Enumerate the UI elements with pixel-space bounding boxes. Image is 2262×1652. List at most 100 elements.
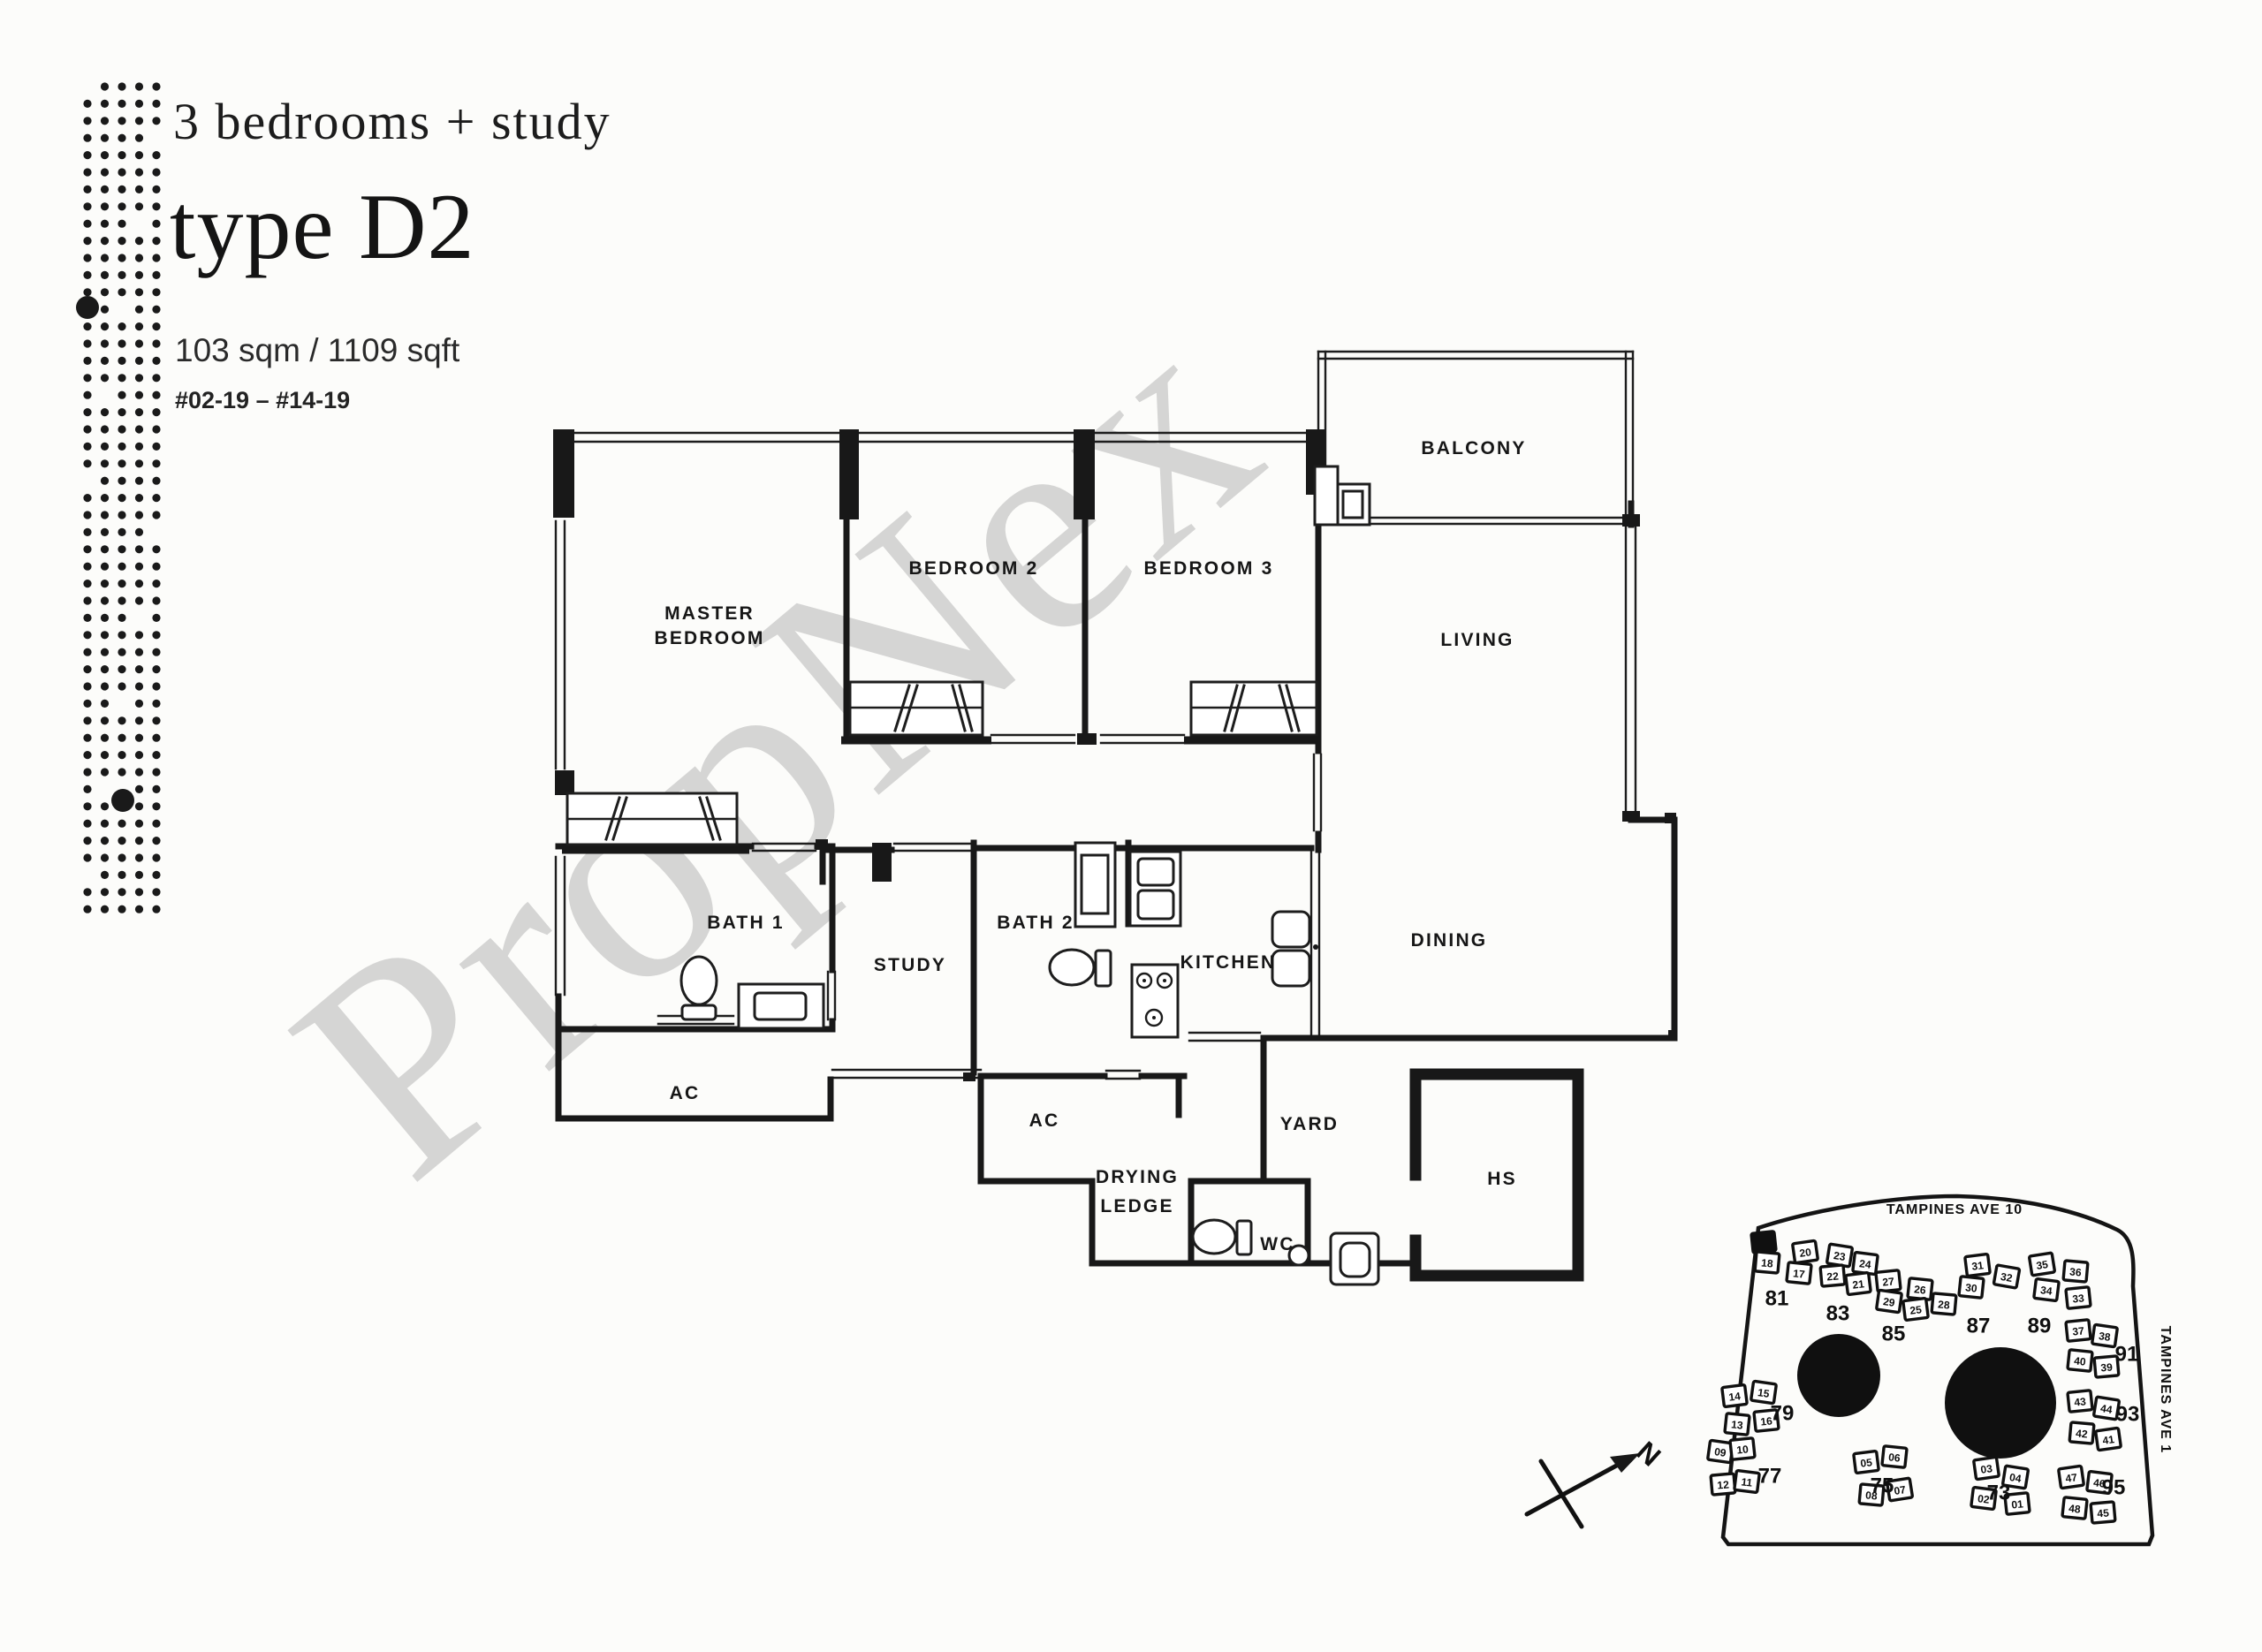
- site-unit-30: 30: [1957, 1275, 1985, 1300]
- site-unit-32: 32: [1992, 1263, 2022, 1290]
- site-unit-16: 16: [1752, 1408, 1780, 1433]
- site-unit-31: 31: [1963, 1253, 1992, 1277]
- site-block-85: 85: [1882, 1322, 1906, 1346]
- svg-text:32: 32: [2000, 1270, 2014, 1284]
- svg-text:23: 23: [1833, 1249, 1847, 1263]
- site-block-91: 91: [2115, 1343, 2139, 1367]
- site-block-95: 95: [2102, 1476, 2126, 1500]
- site-unit-27: 27: [1874, 1269, 1902, 1293]
- svg-text:05: 05: [1860, 1456, 1873, 1470]
- site-unit-15: 15: [1750, 1379, 1778, 1406]
- site-unit-19-highlighted: [1750, 1230, 1778, 1254]
- svg-text:35: 35: [2035, 1258, 2049, 1272]
- svg-text:12: 12: [1717, 1478, 1730, 1491]
- site-unit-37: 37: [2064, 1318, 2092, 1343]
- site-block-81: 81: [1765, 1287, 1789, 1311]
- svg-text:47: 47: [2065, 1471, 2078, 1485]
- road-label-top: TAMPINES AVE 10: [1886, 1202, 2023, 1217]
- site-unit-39: 39: [2092, 1354, 2121, 1379]
- svg-text:10: 10: [1736, 1443, 1750, 1456]
- svg-text:44: 44: [2099, 1402, 2114, 1416]
- svg-text:34: 34: [2039, 1284, 2053, 1298]
- site-block-79: 79: [1771, 1402, 1795, 1426]
- room-label-ac-ledge-1: AC: [670, 1083, 701, 1103]
- compass-north-indicator: N: [1524, 1435, 1667, 1529]
- page-subtitle: 3 bedrooms + study: [173, 93, 611, 150]
- site-block-83: 83: [1826, 1302, 1850, 1326]
- floorplan-walls: [554, 350, 1678, 1282]
- site-unit-29: 29: [1875, 1288, 1903, 1315]
- site-unit-05: 05: [1852, 1450, 1880, 1474]
- site-unit-46: 46: [2085, 1470, 2114, 1495]
- svg-text:37: 37: [2072, 1324, 2085, 1338]
- room-label-dining: DINING: [1411, 930, 1488, 951]
- svg-text:28: 28: [1938, 1298, 1951, 1311]
- svg-text:43: 43: [2074, 1395, 2087, 1408]
- room-label-balcony: BALCONY: [1421, 438, 1526, 458]
- site-unit-25: 25: [1901, 1297, 1930, 1322]
- compass-n-label: N: [1630, 1435, 1666, 1472]
- site-unit-38: 38: [2091, 1322, 2119, 1349]
- svg-text:03: 03: [1980, 1462, 1993, 1476]
- fixtures: [566, 465, 1380, 1286]
- site-unit-10: 10: [1728, 1436, 1757, 1461]
- room-label-bedroom-2: BEDROOM 2: [909, 558, 1039, 579]
- site-unit-33: 33: [2064, 1285, 2092, 1310]
- site-unit-42: 42: [2068, 1421, 2096, 1445]
- site-unit-14: 14: [1720, 1383, 1749, 1408]
- site-unit-02: 02: [1970, 1486, 1998, 1511]
- svg-text:42: 42: [2076, 1427, 2089, 1440]
- page-title: type D2: [170, 175, 475, 278]
- svg-text:21: 21: [1852, 1277, 1865, 1292]
- room-label-kitchen: KITCHEN: [1180, 952, 1277, 973]
- site-unit-21: 21: [1844, 1271, 1872, 1296]
- svg-text:20: 20: [1799, 1246, 1812, 1260]
- svg-text:24: 24: [1858, 1257, 1871, 1271]
- site-unit-03: 03: [1972, 1455, 2000, 1481]
- site-unit-22: 22: [1818, 1263, 1847, 1288]
- accent-dot: [76, 296, 99, 319]
- room-label-hs: HS: [1487, 1169, 1517, 1189]
- svg-text:26: 26: [1914, 1283, 1927, 1296]
- svg-text:40: 40: [2074, 1354, 2087, 1368]
- svg-text:31: 31: [1971, 1259, 1985, 1273]
- wardrobe-bedroom-2: [848, 680, 984, 737]
- svg-text:48: 48: [2068, 1502, 2082, 1515]
- site-unit-48: 48: [2061, 1496, 2089, 1520]
- site-unit-06: 06: [1880, 1444, 1909, 1469]
- svg-text:08: 08: [1865, 1489, 1879, 1502]
- svg-text:15: 15: [1757, 1386, 1770, 1400]
- site-unit-20: 20: [1791, 1239, 1819, 1265]
- site-unit-26: 26: [1906, 1277, 1934, 1301]
- site-unit-11: 11: [1733, 1469, 1761, 1494]
- svg-text:27: 27: [1882, 1275, 1895, 1288]
- site-unit-35: 35: [2028, 1251, 2056, 1277]
- site-unit-36: 36: [2061, 1259, 2090, 1284]
- unit-number-range: #02-19 – #14-19: [175, 387, 351, 413]
- svg-text:18: 18: [1761, 1256, 1774, 1269]
- svg-text:22: 22: [1826, 1269, 1840, 1283]
- site-unit-34: 34: [2032, 1277, 2061, 1302]
- svg-text:11: 11: [1741, 1475, 1754, 1489]
- room-label-bedroom-3: BEDROOM 3: [1144, 558, 1274, 579]
- svg-text:30: 30: [1965, 1281, 1978, 1294]
- room-label-bath-1: BATH 1: [707, 913, 784, 933]
- bath1-fixtures: [679, 955, 825, 1030]
- site-block-77: 77: [1758, 1465, 1782, 1489]
- site-unit-41: 41: [2094, 1426, 2122, 1452]
- svg-text:17: 17: [1793, 1267, 1806, 1280]
- site-unit-04: 04: [2001, 1464, 2030, 1490]
- room-label-bath-2: BATH 2: [997, 913, 1074, 933]
- site-landscape-circle: [1945, 1347, 2056, 1459]
- site-unit-47: 47: [2057, 1464, 2085, 1490]
- svg-text:38: 38: [2098, 1330, 2111, 1344]
- site-unit-40: 40: [2066, 1348, 2094, 1373]
- site-block-93: 93: [2116, 1403, 2140, 1427]
- road-label-right: TAMPINES AVE 1: [2158, 1326, 2173, 1453]
- site-map: TAMPINES AVE 10 TAMPINES AVE 1 18 20 17 23 2…: [1706, 1194, 2173, 1547]
- site-unit-45: 45: [2089, 1500, 2117, 1525]
